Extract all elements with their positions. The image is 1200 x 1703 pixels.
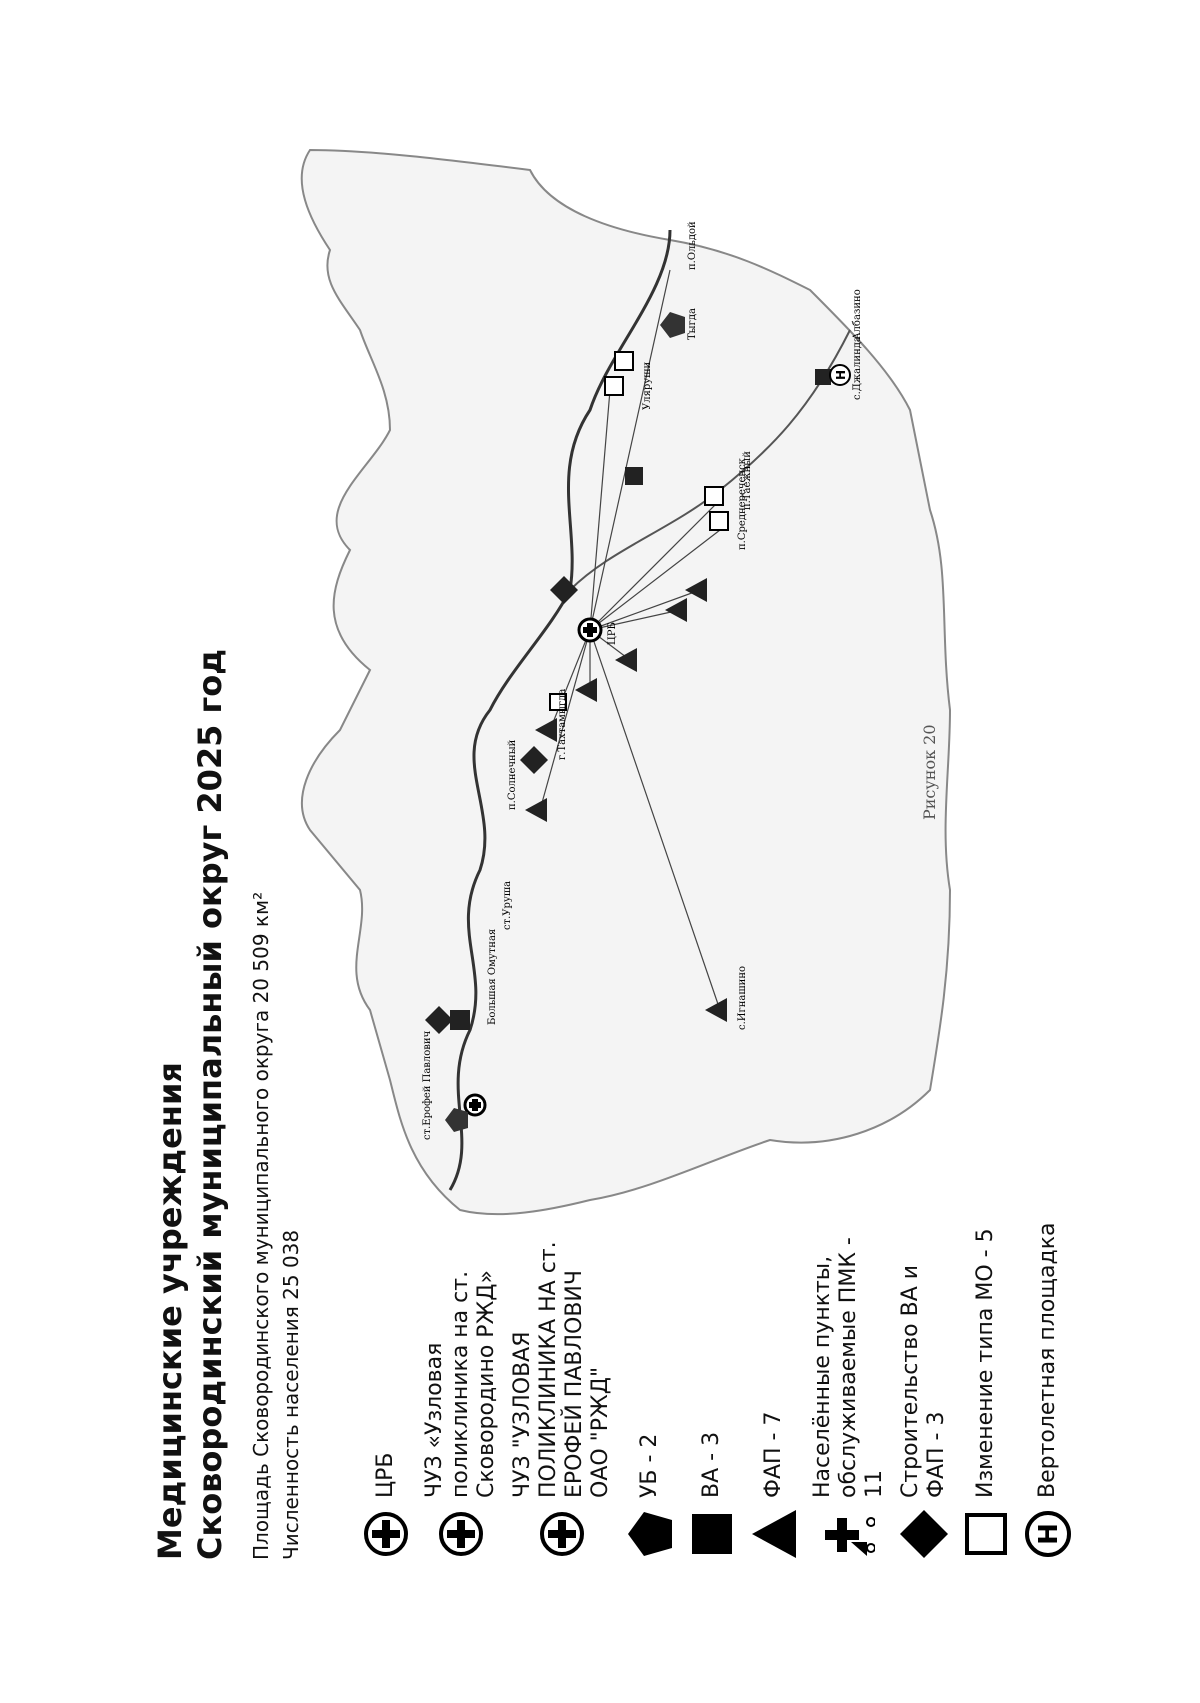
- triangle-icon: [752, 1510, 796, 1558]
- fap-marker: [685, 578, 707, 602]
- diamond-marker: [550, 576, 578, 604]
- legend: ЦРБ ЧУЗ «Узловая поликлиника на ст. Сков…: [360, 1220, 1084, 1560]
- circle-cross-icon: [540, 1512, 584, 1556]
- legend-label: ЦРБ: [373, 1452, 398, 1498]
- legend-label: УБ - 2: [637, 1433, 662, 1498]
- circle-cross-icon: [439, 1512, 483, 1556]
- legend-item-crb: ЦРБ: [360, 1220, 412, 1560]
- service-line: [549, 629, 591, 731]
- map-label: ст.Ерофей Павлович: [422, 1030, 433, 1140]
- service-line: [589, 589, 701, 631]
- legend-label: ФАП - 7: [761, 1411, 786, 1498]
- figure-caption: Рисунок 20: [920, 724, 939, 820]
- map-label: Уляруши: [642, 362, 653, 410]
- empty-square-marker: [709, 511, 729, 531]
- diamond-icon: [900, 1510, 948, 1558]
- legend-item-ub: УБ - 2: [624, 1220, 676, 1560]
- rotated-page-content: Медицинские учреждения Сковородинский му…: [150, 140, 1071, 1560]
- service-line: [589, 499, 721, 631]
- legend-label: ЧУЗ "УЗЛОВАЯ ПОЛИКЛИНИКА НА ст. ЕРОФЕЙ П…: [510, 1241, 613, 1498]
- page-title-line2: Сковородинский муниципальный округ 2025 …: [191, 648, 229, 1560]
- legend-item-skovorodino-clinic: ЧУЗ «Узловая поликлиника на ст. Сковород…: [422, 1220, 500, 1560]
- empty-square-marker: [704, 486, 724, 506]
- erofey-clinic-marker: [463, 1093, 487, 1117]
- service-line: [589, 389, 611, 631]
- empty-square-marker: [549, 693, 567, 711]
- railway-line: [448, 229, 672, 1191]
- map-markers: H: [425, 312, 851, 1132]
- legend-item-pmk: Населённые пункты, обслуживаемые ПМК - 1…: [810, 1220, 888, 1560]
- empty-square-icon: [965, 1513, 1007, 1555]
- map-label: Большая Омутная: [487, 929, 498, 1025]
- legend-label: Изменение типа МО - 5: [973, 1228, 998, 1498]
- legend-item-type-change: Изменение типа МО - 5: [960, 1220, 1012, 1560]
- helipad-icon: H: [1025, 1511, 1071, 1557]
- va-marker: [625, 467, 643, 485]
- map-label: п.Солнечный: [507, 739, 518, 810]
- diamond-marker: [520, 746, 548, 774]
- fap-marker: [705, 998, 727, 1022]
- diamond-marker: [425, 1006, 453, 1034]
- circle-cross-icon: [364, 1512, 408, 1556]
- map-label: п.Ольдой: [687, 221, 698, 270]
- service-line: [589, 529, 721, 631]
- service-line: [589, 609, 681, 631]
- map-label: с.Джалинда: [852, 336, 863, 400]
- fap-marker: [525, 798, 547, 822]
- service-lines: [539, 269, 721, 1011]
- fap-marker: [615, 648, 637, 672]
- legend-item-va: ВА - 3: [686, 1220, 738, 1560]
- legend-label: ЧУЗ «Узловая поликлиника на ст. Сковород…: [422, 1270, 499, 1498]
- svg-text:H: H: [834, 370, 848, 380]
- map-label: г.Тахтамыгда: [557, 689, 568, 760]
- district-map: H ЦРБ г.Тахтамыгда п.Солнечный п.Среднер…: [300, 148, 952, 1216]
- legend-item-construction: Строительство ВА и ФАП - 3: [898, 1220, 950, 1560]
- va-marker: [815, 369, 831, 385]
- legend-item-erofey-clinic: ЧУЗ "УЗЛОВАЯ ПОЛИКЛИНИКА НА ст. ЕРОФЕЙ П…: [510, 1220, 614, 1560]
- map-label: Албазино: [852, 289, 863, 340]
- empty-square-marker: [614, 351, 634, 371]
- legend-label: Вертолетная площадка: [1035, 1222, 1060, 1498]
- district-boundary: [300, 148, 952, 1216]
- legend-label: ВА - 3: [699, 1431, 724, 1498]
- service-line: [589, 269, 671, 631]
- map-labels: ЦРБ г.Тахтамыгда п.Солнечный п.Среднереч…: [422, 221, 863, 1140]
- mobile-cross-icon: [825, 1517, 875, 1556]
- svg-text:H: H: [1034, 1523, 1064, 1545]
- map-label: ЦРБ: [607, 622, 618, 645]
- crb-marker: [577, 617, 603, 643]
- fap-marker: [665, 598, 687, 622]
- fap-marker: [535, 718, 557, 742]
- legend-label: Строительство ВА и ФАП - 3: [898, 1264, 949, 1498]
- map-label: Тыгда: [687, 308, 698, 340]
- ub-marker: [445, 1108, 468, 1132]
- empty-square-marker: [604, 376, 624, 396]
- va-marker: [450, 1010, 470, 1030]
- map-label: п.Таежный: [742, 451, 753, 510]
- legend-item-helipad: H Вертолетная площадка: [1022, 1220, 1074, 1560]
- ub-marker: [660, 312, 685, 338]
- page-title-line1: Медицинские учреждения: [151, 1062, 189, 1560]
- legend-label: Населённые пункты, обслуживаемые ПМК - 1…: [810, 1237, 887, 1498]
- square-icon: [692, 1514, 732, 1554]
- helipad-marker: H: [829, 364, 851, 386]
- fap-marker: [575, 678, 597, 702]
- map-label: ст.Уруша: [502, 881, 513, 930]
- service-line: [539, 629, 591, 811]
- legend-item-fap: ФАП - 7: [748, 1220, 800, 1560]
- map-label: с.Игнашино: [737, 966, 748, 1030]
- map-label: п.Среднереченск: [737, 457, 748, 550]
- service-line: [589, 629, 721, 1011]
- pentagon-icon: [628, 1512, 672, 1556]
